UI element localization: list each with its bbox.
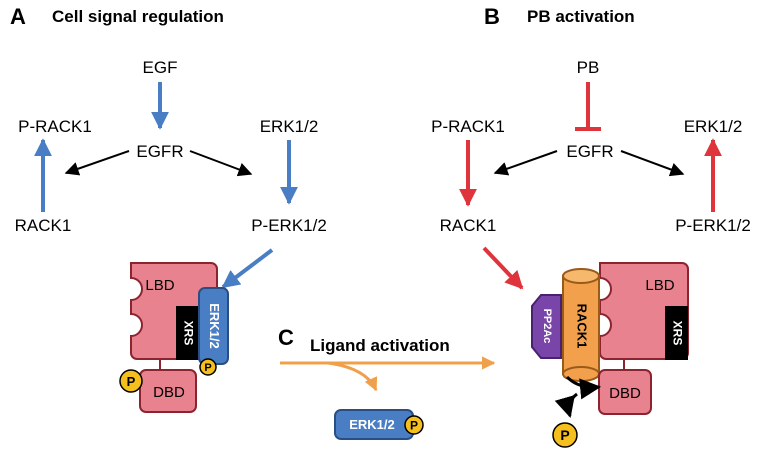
panel-a-letter: A bbox=[10, 4, 26, 29]
node-egfr-b: EGFR bbox=[566, 142, 613, 161]
released-phospho-label: P bbox=[560, 427, 569, 443]
receptor-a-xrs-label: XRS bbox=[181, 321, 195, 346]
panel-b: B PB activation PB EGFR P-RACK1 RACK1 ER… bbox=[431, 4, 751, 448]
arrow-egfr-b-to-rack1 bbox=[493, 150, 558, 176]
released-phospho bbox=[552, 422, 578, 448]
rack1-cylinder-top bbox=[562, 268, 600, 284]
receptor-b-xrs-box bbox=[665, 306, 688, 360]
receptor-b-lbd-label: LBD bbox=[645, 277, 674, 294]
arrow-egfr-to-p-erk bbox=[189, 150, 253, 177]
receptor-b-dbd-label: DBD bbox=[609, 385, 641, 402]
arrow-p-erk-to-receptor bbox=[221, 248, 274, 289]
pp2ac-box bbox=[531, 294, 562, 359]
node-p-rack1-b: P-RACK1 bbox=[431, 117, 505, 136]
receptor-a-dbd-label: DBD bbox=[153, 384, 185, 401]
arrow-egfr-b-to-p-erk bbox=[620, 150, 685, 177]
receptor-a-lbd-label: LBD bbox=[145, 277, 174, 294]
node-rack1-b: RACK1 bbox=[440, 216, 497, 235]
node-egf: EGF bbox=[143, 58, 178, 77]
panel-b-letter: B bbox=[484, 4, 500, 29]
node-p-rack1: P-RACK1 bbox=[18, 117, 92, 136]
node-p-erk12-b: P-ERK1/2 bbox=[675, 216, 751, 235]
node-egfr: EGFR bbox=[136, 142, 183, 161]
panel-a-title: Cell signal regulation bbox=[52, 7, 224, 26]
arrow-erk-release bbox=[327, 361, 378, 392]
node-rack1: RACK1 bbox=[15, 216, 72, 235]
receptor-b-xrs-label: XRS bbox=[670, 321, 684, 346]
arrow-egfr-to-rack1 bbox=[64, 150, 130, 176]
node-erk12: ERK1/2 bbox=[260, 117, 319, 136]
panel-c: C Ligand activation ERK1/2 P bbox=[278, 325, 496, 440]
panel-b-title: PB activation bbox=[527, 7, 635, 26]
panel-c-letter: C bbox=[278, 325, 294, 350]
arrow-dephospho-1 bbox=[565, 375, 602, 400]
receptor-a-dbd-domain bbox=[139, 369, 197, 413]
released-erk-phospho-label: P bbox=[410, 419, 418, 433]
arrow-rack1-to-receptor bbox=[482, 246, 524, 290]
released-erk-label: ERK1/2 bbox=[349, 417, 395, 432]
receptor-a-erk-phospho bbox=[199, 358, 217, 376]
receptor-b: LBD XRS RACK1 PP2Ac DBD P bbox=[531, 262, 689, 448]
receptor-a: LBD XRS ERK1/2 P DBD P bbox=[119, 262, 229, 413]
panel-c-title: Ligand activation bbox=[310, 336, 450, 355]
receptor-a-dbd-phospho-label: P bbox=[127, 374, 136, 389]
rack1-cylinder-label: RACK1 bbox=[575, 304, 590, 349]
arrow-dephospho-2 bbox=[554, 392, 578, 419]
node-p-erk12: P-ERK1/2 bbox=[251, 216, 327, 235]
receptor-a-erk-phospho-label: P bbox=[204, 362, 211, 374]
pp2ac-label: PP2Ac bbox=[541, 309, 553, 344]
receptor-a-dbd-phospho bbox=[119, 369, 143, 393]
node-erk12-b: ERK1/2 bbox=[684, 117, 743, 136]
receptor-a-xrs-box bbox=[176, 306, 199, 360]
node-pb: PB bbox=[577, 58, 600, 77]
receptor-a-erk-label: ERK1/2 bbox=[207, 303, 222, 349]
panel-a: A Cell signal regulation EGF EGFR P-RACK… bbox=[10, 4, 327, 413]
released-erk-phospho bbox=[404, 415, 424, 435]
